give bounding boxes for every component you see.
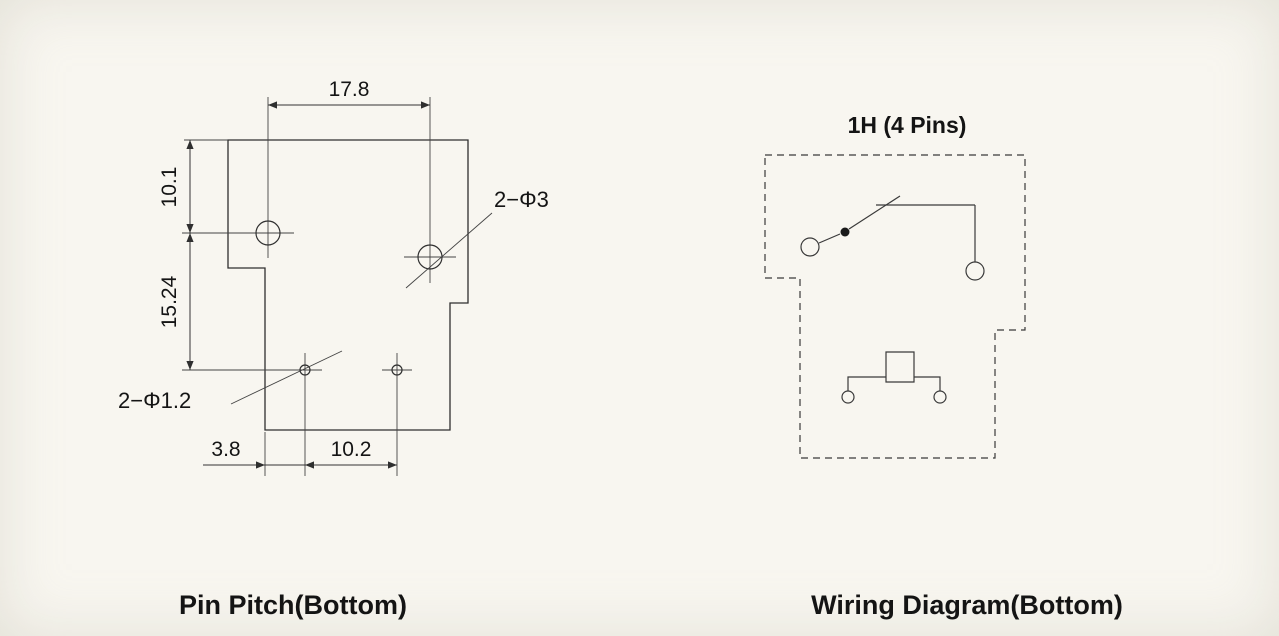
callout-phi1-2: 2−Φ1.2 [118, 388, 191, 413]
coil-lead-right [914, 377, 940, 391]
dimension-value-10-1: 10.1 [158, 167, 181, 208]
dimension-value-10-2: 10.2 [331, 438, 372, 461]
switch-blade [849, 196, 900, 229]
mounting-hole-large-left [256, 221, 280, 245]
dimension-value-15-24: 15.24 [158, 275, 181, 328]
pin-hole-small-left [300, 365, 310, 375]
dimension-value-17-8: 17.8 [329, 78, 370, 101]
coil-symbol [886, 352, 914, 382]
callout-phi3: 2−Φ3 [494, 187, 549, 212]
leader-line-phi1-2 [231, 351, 342, 404]
wiring-diagram: 1H (4 Pins) Wiring Diagram(Bottom) [765, 112, 1123, 620]
relay-dashed-outline [765, 155, 1025, 458]
terminal-no-contact [966, 262, 984, 280]
pin-hole-small-right [392, 365, 402, 375]
contact-pivot-dot [840, 227, 850, 237]
terminal-coil-left [842, 391, 854, 403]
coil-lead-left [848, 377, 886, 391]
pin-pitch-diagram: 17.8 10.1 15.24 3.8 10.2 2−Φ3 2−Φ1.2 Pin… [118, 78, 549, 620]
relay-body-outline [228, 140, 468, 430]
terminal-coil-right [934, 391, 946, 403]
leader-line-phi3 [406, 213, 492, 288]
wiring-title: 1H (4 Pins) [848, 112, 967, 138]
wire-common-to-pivot [819, 234, 840, 243]
terminal-common [801, 238, 819, 256]
dimension-value-3-8: 3.8 [211, 438, 240, 461]
wiring-caption: Wiring Diagram(Bottom) [811, 590, 1123, 620]
pin-pitch-caption: Pin Pitch(Bottom) [179, 590, 407, 620]
